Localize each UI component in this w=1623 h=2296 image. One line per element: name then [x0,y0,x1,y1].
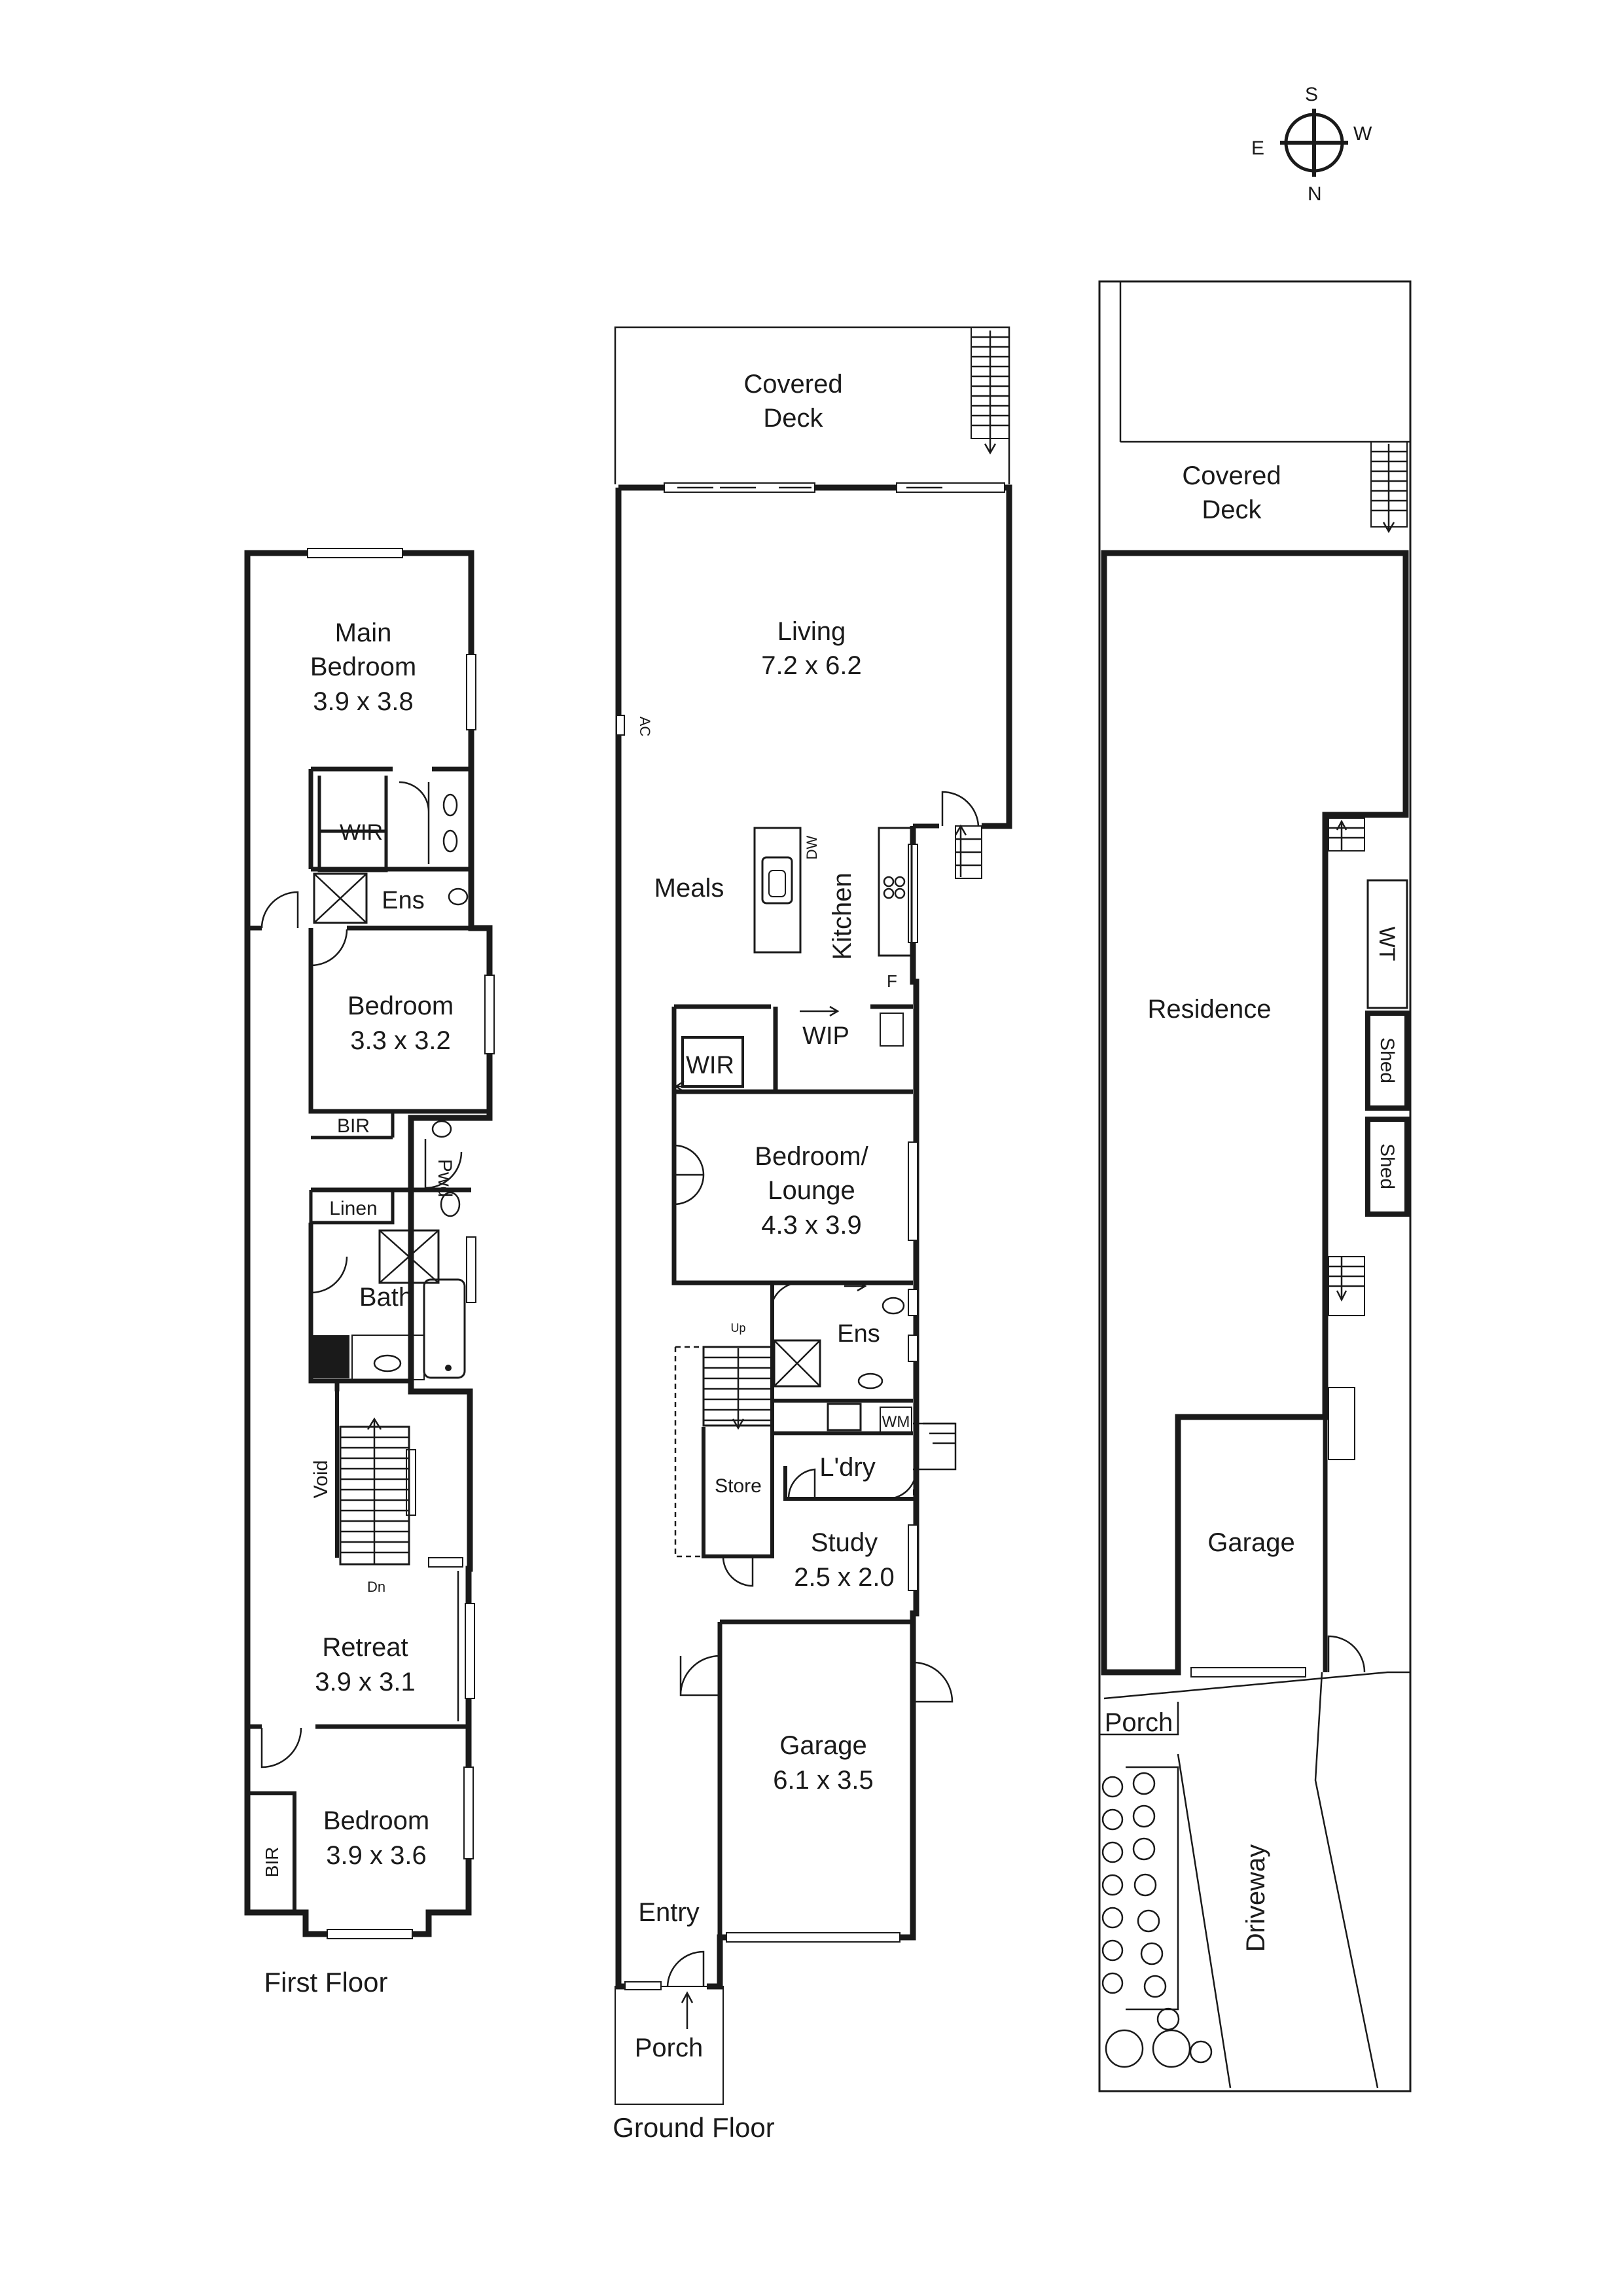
compass-east: E [1251,137,1264,159]
ff-wir-label: WIR [340,820,383,845]
ff-bath-label: Bath [359,1283,413,1312]
ff-bir-label: BIR [337,1115,370,1137]
ff-dn-label: Dn [367,1579,385,1595]
window [624,1981,662,1990]
ff-bedroom3-name: Bedroom [323,1806,429,1835]
site-shed1-label: Shed [1376,1037,1398,1083]
gf-up-label: Up [730,1321,745,1335]
window [428,1557,463,1568]
ground-floor-title: Ground Floor [613,2112,774,2143]
gf-kitchen-label: Kitchen [828,872,857,960]
window [908,1289,918,1316]
site-shed2-label: Shed [1376,1143,1398,1189]
garden-shrubs [1101,1772,1213,2068]
window [466,1236,476,1303]
window [908,1335,918,1362]
compass-south: S [1305,84,1318,105]
window [466,654,476,730]
site-deck-stairs [1370,441,1408,533]
gf-wir-label: WIR [686,1052,734,1079]
ff-bedroom2-size: 3.3 x 3.2 [350,1026,450,1055]
deck-stairs [971,327,1010,455]
gf-living-name: Living [777,617,846,646]
gf-meals-label: Meals [654,874,724,903]
site-driveway-label: Driveway [1241,1844,1270,1952]
ff-bedroom2-name: Bedroom [348,992,454,1020]
gf-garage-name: Garage [779,1731,866,1760]
garage-door [1190,1667,1306,1677]
ff-bedroom3-size: 3.9 x 3.6 [326,1841,426,1870]
garage-door [726,1932,901,1943]
window [908,1141,918,1241]
ff-void-label: Void [310,1460,332,1498]
first-floor-title: First Floor [264,1967,388,1998]
gf-fridge-label: F [887,971,897,991]
stairs [339,1417,410,1566]
window [908,844,918,943]
gf-ac-label: AC [637,717,653,737]
site-residence-label: Residence [1147,995,1271,1024]
gf-wip-label: WIP [802,1022,849,1050]
gf-bedroom-lounge-name: Bedroom/Lounge [755,1142,868,1205]
window [327,1929,413,1939]
gf-dw-label: DW [804,835,820,859]
ff-main-bedroom-size: 3.9 x 3.8 [313,687,413,716]
ff-linen-label: Linen [329,1198,377,1219]
gf-living-size: 7.2 x 6.2 [761,651,861,680]
compass-north: N [1308,183,1322,205]
window [463,1767,474,1859]
ff-retreat-name: Retreat [322,1633,408,1662]
gf-laundry-label: L'dry [819,1453,875,1482]
compass-icon: S W E N [1251,84,1372,205]
gf-garage-size: 6.1 x 3.5 [773,1766,873,1795]
window [908,1524,918,1591]
gf-ens-label: Ens [837,1320,880,1348]
window [406,1449,416,1516]
site-garage-label: Garage [1207,1528,1294,1557]
sliding-door [896,482,1005,493]
gf-porch-label: Porch [635,2034,704,2062]
ff-pwd-label: Pwd [434,1159,455,1197]
window [484,975,495,1054]
shed [1365,1117,1410,1217]
compass-west: W [1353,123,1372,145]
ff-retreat-size: 3.9 x 3.1 [315,1668,415,1696]
gf-study-name: Study [811,1528,878,1557]
gf-bedroom-lounge-size: 4.3 x 3.9 [761,1211,861,1240]
window [307,548,403,558]
gf-entry-label: Entry [638,1898,699,1927]
ff-bir2-label: BIR [262,1847,282,1878]
shed [1365,1011,1410,1111]
site-porch-label: Porch [1105,1708,1173,1737]
window [465,1603,475,1699]
ff-ens-label: Ens [382,887,424,914]
site-wt-label: WT [1374,927,1399,961]
gf-study-size: 2.5 x 2.0 [794,1563,894,1592]
gf-store-label: Store [715,1475,762,1497]
gf-wm-label: WM [882,1413,910,1431]
water-tank [1366,879,1408,1009]
